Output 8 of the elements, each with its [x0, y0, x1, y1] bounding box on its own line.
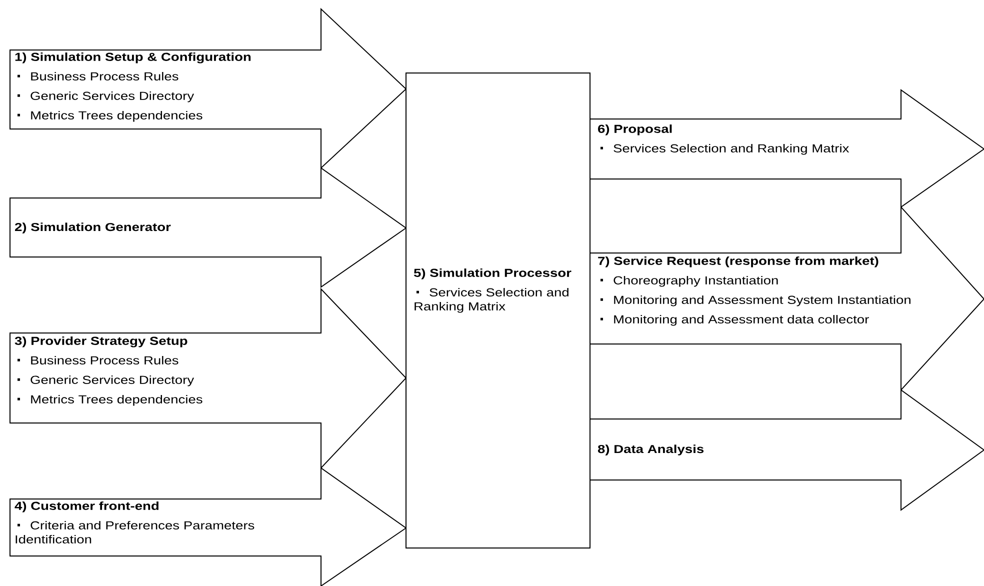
- arrow-shaped-box: 4) Customer front-end Criteria and Preferences Parameters Identification: [10, 467, 407, 586]
- arrow-shaped-box: 2) Simulation Generator: [10, 167, 407, 288]
- arrow-shaped-box: 7) Service Request (response from market) Choreography Instantiation Monitoring and Assessment System Instantiation Monitoring and Assessment data collector: [590, 206, 984, 392]
- arrow-shaped-box: 6) Proposal Services Selection and Ranking Matrix: [590, 89, 984, 208]
- arrow-shaped-box: 3) Provider Strategy Setup Business Process Rules Generic Services Directory Metrics Trees dependencies: [10, 288, 407, 470]
- arrow-shaped-box: 8) Data Analysis: [590, 389, 984, 511]
- arrow-shaped-box: 1) Simulation Setup & Configuration Business Process Rules Generic Services Directory Metrics Trees dependencies: [10, 8, 407, 170]
- process-box: 5) Simulation Processor Services Selection and Ranking Matrix: [406, 72, 590, 548]
